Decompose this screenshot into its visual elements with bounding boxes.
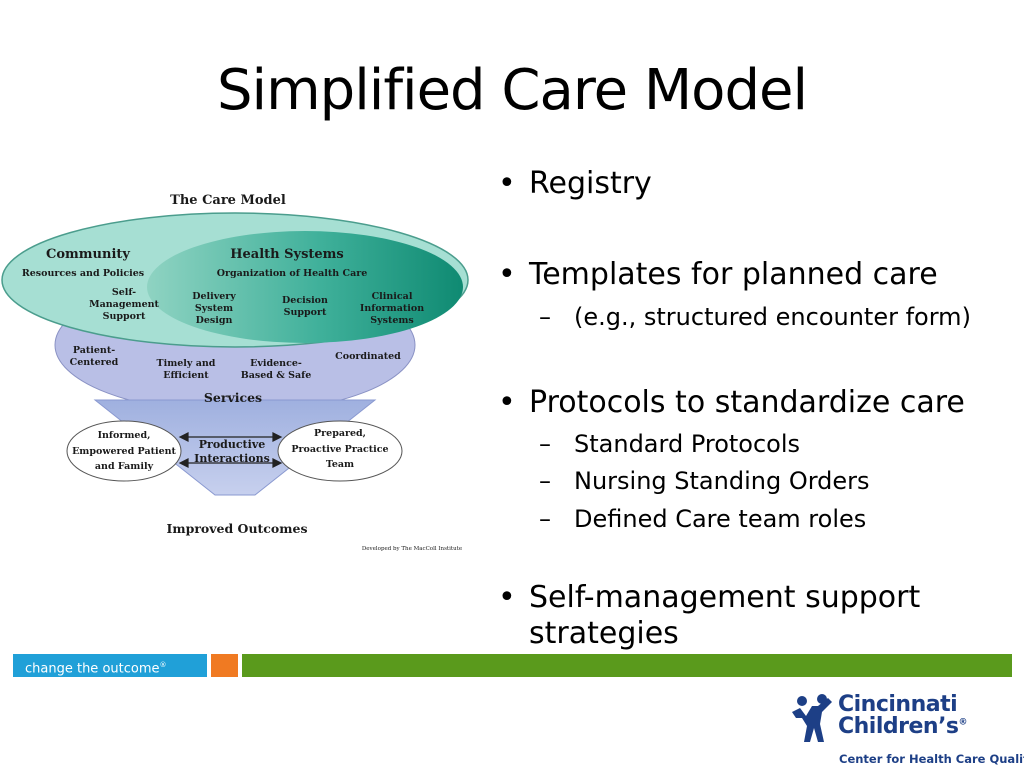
timely-line: Efficient [163, 370, 209, 381]
footer-tagline-bar: change the outcome® [13, 654, 207, 677]
prepared-line: Proactive Practice [291, 444, 388, 455]
patient-centered-group: Patient- Centered [70, 345, 119, 368]
patient-family-ellipse [66, 420, 182, 482]
timely-group: Timely and Efficient [157, 358, 216, 381]
diagram-heading: The Care Model [170, 193, 286, 208]
credit-label: Developed by The MacColl Institute [362, 546, 462, 552]
productive-group: Productive Interactions [194, 438, 270, 465]
bullet-text: Self-management support [529, 580, 921, 615]
footer-green-bar [242, 654, 1012, 677]
informed-group: Informed, Empowered Patient and Family [72, 430, 176, 472]
decision-line: Decision [282, 295, 328, 306]
footer-tagline: change the outcome [25, 661, 160, 677]
self-management-group: Self- Management Support [89, 287, 159, 322]
productive-line: Interactions [194, 452, 270, 465]
children-figure-icon [792, 694, 832, 742]
sub-bullet-text: Nursing Standing Orders [574, 467, 870, 495]
bullet-text: Protocols to standardize care [529, 385, 965, 420]
health-systems-label: Health Systems [230, 247, 344, 262]
health-systems-ellipse [147, 231, 463, 343]
informed-line: and Family [95, 461, 154, 472]
sub-bullet-text: Standard Protocols [574, 430, 801, 458]
sub-bullet-text: Defined Care team roles [574, 505, 867, 533]
cincinnati-childrens-logo: Cincinnati Children’s® Center for Health… [790, 692, 1024, 768]
informed-line: Empowered Patient [72, 446, 176, 457]
organization-label: Organization of Health Care [217, 268, 368, 279]
delivery-line: Design [196, 315, 233, 326]
care-model-diagram: The Care Model Community Resources and P… [0, 185, 470, 555]
prepared-group: Prepared, Proactive Practice Team [291, 428, 388, 470]
patient-centered-line: Centered [70, 357, 119, 368]
clinical-line: Systems [370, 315, 414, 326]
slide-title: Simplified Care Model [217, 58, 808, 123]
decision-group: Decision Support [282, 295, 328, 318]
logo-line-1: Cincinnati [838, 692, 958, 717]
prepared-line: Team [326, 459, 354, 470]
productive-line: Productive [199, 438, 265, 451]
practice-team-ellipse [277, 420, 403, 482]
bullet-text: Registry [529, 166, 652, 201]
bullet-continuation-text: strategies [529, 616, 679, 651]
timely-line: Timely and [157, 358, 216, 369]
community-label: Community [46, 247, 130, 262]
delivery-line: Delivery [192, 291, 236, 302]
logo-line-2-text: Children’s [838, 714, 959, 739]
evidence-line: Based & Safe [241, 370, 312, 381]
interaction-arrows [178, 432, 283, 468]
delivery-group: Delivery System Design [192, 291, 236, 326]
tagline-registered-mark: ® [159, 661, 167, 669]
self-mgmt-line: Support [103, 311, 146, 322]
evidence-group: Evidence- Based & Safe [241, 358, 312, 381]
care-model-svg: The Care Model Community Resources and P… [1, 193, 469, 552]
logo-subtitle: Center for Health Care Quality [839, 752, 1024, 766]
informed-line: Informed, [98, 430, 151, 441]
services-label: Services [204, 390, 262, 405]
resources-label: Resources and Policies [22, 268, 144, 279]
logo-line-2: Children’s® [838, 714, 968, 739]
clinical-line: Clinical [372, 291, 413, 302]
coordinated-label: Coordinated [335, 351, 401, 362]
outcomes-label: Improved Outcomes [167, 521, 308, 536]
delivery-line: System [195, 303, 233, 314]
patient-centered-line: Patient- [73, 345, 115, 356]
self-mgmt-line: Self- [112, 287, 136, 298]
decision-line: Support [284, 307, 327, 318]
bullet-text: Templates for planned care [529, 257, 938, 292]
footer-orange-block [211, 654, 238, 677]
clinical-group: Clinical Information Systems [360, 291, 424, 326]
self-mgmt-line: Management [89, 299, 159, 310]
evidence-line: Evidence- [250, 358, 302, 369]
sub-bullet-text: (e.g., structured encounter form) [574, 303, 971, 331]
prepared-line: Prepared, [314, 428, 366, 439]
clinical-line: Information [360, 303, 424, 314]
logo-registered-mark: ® [958, 717, 968, 728]
